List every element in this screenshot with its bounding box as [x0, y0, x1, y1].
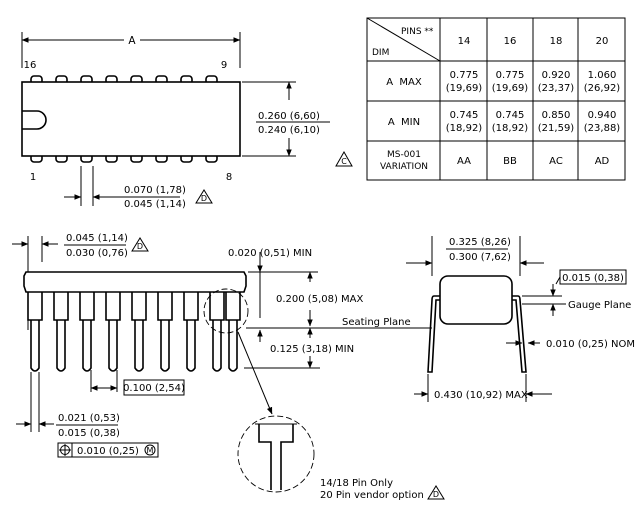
- row-a-min-label: A MIN: [388, 117, 420, 128]
- note-d-triangle-detail: D: [427, 485, 445, 500]
- end-view: 0.325 (8,26) 0.300 (7,62) 0.015 (0,38) G…: [406, 236, 635, 402]
- span-max-label: 0.430 (10,92) MAX: [434, 390, 528, 401]
- position-tolerance-frame: 0.010 (0,25) M: [57, 442, 159, 458]
- cell-amax-14-mm: (19,69): [446, 83, 483, 94]
- cell-var-16: BB: [503, 156, 517, 167]
- lead-min-label: 0.045 (1,14): [124, 199, 186, 210]
- dimension-table: PINS ** DIM 14 16 18 20 A MAX 0.775 (19,…: [366, 17, 626, 181]
- lead-thickness-label: 0.010 (0,25) NOM: [546, 339, 635, 350]
- cell-amin-16: 0.745: [496, 110, 525, 121]
- gauge-plane-label: Gauge Plane: [568, 300, 631, 311]
- cell-amin-20: 0.940: [588, 110, 617, 121]
- lead-width-min-label: 0.015 (0,38): [58, 428, 120, 439]
- pin-9-label: 9: [221, 60, 227, 71]
- standoff-label: 0.020 (0,51) MIN: [228, 248, 312, 259]
- pin-count-16: 16: [504, 36, 517, 47]
- pin-1-label: 1: [30, 172, 36, 183]
- top-view-body: [21, 81, 241, 157]
- detail-note-1: 14/18 Pin Only: [320, 478, 393, 489]
- pin-count-14: 14: [458, 36, 471, 47]
- cell-amax-20-mm: (26,92): [584, 83, 621, 94]
- detail-note-2: 20 Pin vendor option: [320, 490, 424, 501]
- cell-amin-14-mm: (18,92): [446, 123, 483, 134]
- cell-amin-18-mm: (21,59): [538, 123, 575, 134]
- cell-amin-20-mm: (23,88): [584, 123, 621, 134]
- detail-callout-circle: [203, 288, 249, 334]
- shoulder-min-label: 0.030 (0,76): [66, 248, 128, 259]
- pitch-label: 0.100 (2,54): [123, 383, 185, 394]
- end-view-right-lead: [512, 295, 527, 373]
- gauge-offset-label: 0.015 (0,38): [562, 273, 624, 284]
- side-leads: [27, 292, 241, 372]
- cell-amax-16: 0.775: [496, 70, 525, 81]
- svg-text:D: D: [433, 490, 439, 499]
- end-view-left-lead: [427, 295, 440, 373]
- svg-text:D: D: [201, 194, 207, 203]
- cell-amax-18-mm: (23,37): [538, 83, 575, 94]
- cell-var-18: AC: [549, 156, 563, 167]
- cell-var-20: AD: [595, 156, 610, 167]
- top-view: A 16 9 1 8: [21, 32, 330, 210]
- table-corner-pins: PINS **: [401, 27, 434, 37]
- cell-amin-18: 0.850: [542, 110, 571, 121]
- pin-16-label: 16: [24, 60, 37, 71]
- cell-amax-20: 1.060: [588, 70, 617, 81]
- shoulder-max-label: 0.045 (1,14): [66, 233, 128, 244]
- row-a-max-label: A MAX: [386, 77, 422, 88]
- cell-amin-16-mm: (18,92): [492, 123, 529, 134]
- lead-max-label: 0.070 (1,78): [124, 185, 186, 196]
- cell-amax-16-mm: (19,69): [492, 83, 529, 94]
- svg-text:C: C: [341, 157, 347, 166]
- height-label: 0.200 (5,08) MAX: [276, 294, 364, 305]
- pin1-notch: [22, 110, 47, 130]
- pin-count-18: 18: [550, 36, 563, 47]
- cell-amax-18: 0.920: [542, 70, 571, 81]
- cell-var-14: AA: [457, 156, 471, 167]
- side-view-body: [23, 271, 247, 293]
- pin-8-label: 8: [226, 172, 232, 183]
- note-c-triangle: C: [335, 150, 353, 167]
- pin-count-20: 20: [596, 36, 609, 47]
- side-view: 0.045 (1,14) 0.030 (0,76) D: [12, 233, 432, 458]
- width-min-label: 0.240 (6,10): [258, 125, 320, 136]
- table-corner-dim: DIM: [372, 48, 389, 58]
- row-variation-label-2: VARIATION: [380, 162, 428, 172]
- end-view-body: [439, 275, 513, 325]
- width-max-label: 0.260 (6,60): [258, 111, 320, 122]
- cell-amax-14: 0.775: [450, 70, 479, 81]
- lead-width-max-label: 0.021 (0,53): [58, 413, 120, 424]
- row-space-min-label: 0.300 (7,62): [449, 252, 511, 263]
- tolerance-modifier: M: [147, 446, 154, 455]
- tolerance-label: 0.010 (0,25): [77, 446, 139, 457]
- note-d-triangle-top: D: [195, 189, 213, 204]
- svg-text:D: D: [137, 242, 143, 251]
- detail-view: 14/18 Pin Only 20 Pin vendor option D: [237, 415, 445, 501]
- row-space-max-label: 0.325 (8,26): [449, 237, 511, 248]
- lead-length-label: 0.125 (3,18) MIN: [270, 344, 354, 355]
- cell-amin-14: 0.745: [450, 110, 479, 121]
- seating-plane-label: Seating Plane: [342, 317, 411, 328]
- row-variation-label-1: MS-001: [387, 150, 421, 160]
- note-d-triangle-side: D: [131, 237, 149, 252]
- dim-a-label: A: [128, 35, 136, 47]
